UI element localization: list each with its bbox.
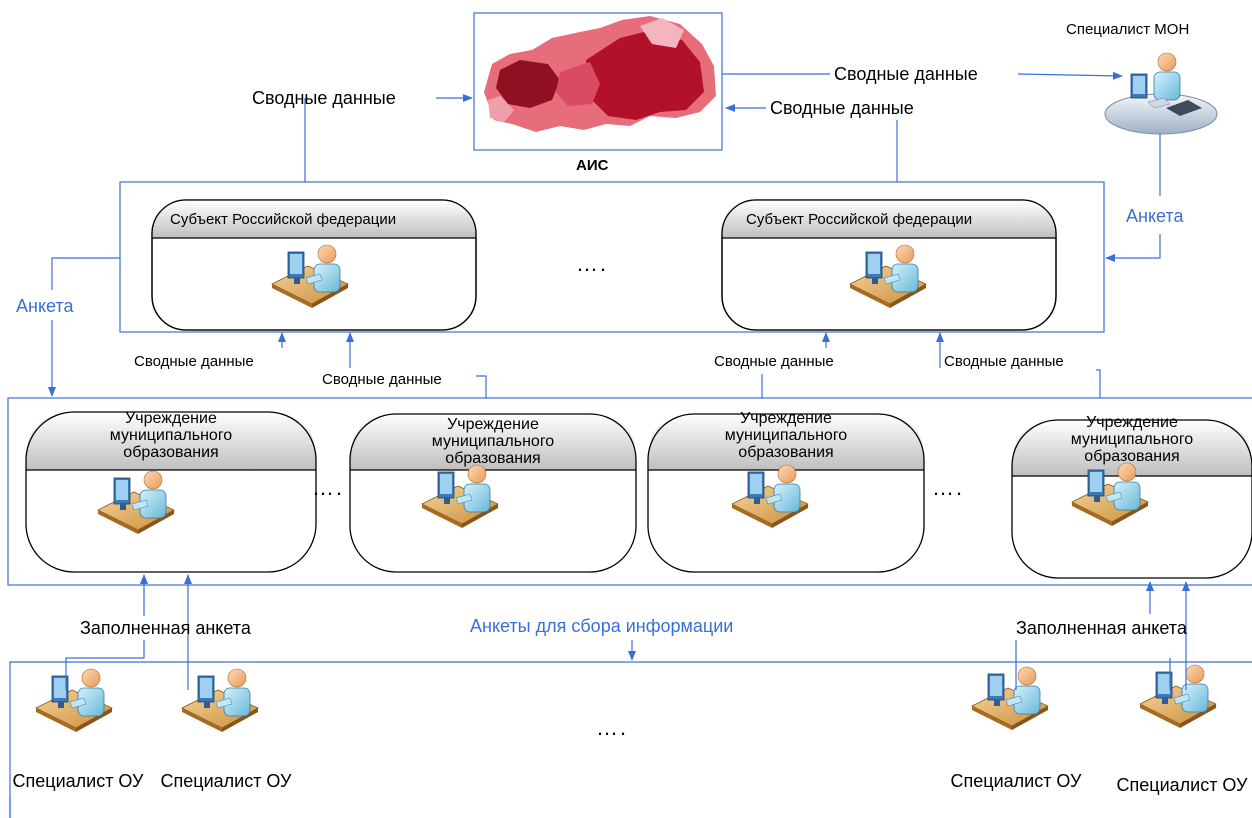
summary-data-label: Сводные данные: [834, 64, 978, 84]
school-specialist-label: Специалист ОУ: [160, 771, 292, 791]
region-box-title: Субъект Российской федерации: [170, 211, 397, 228]
operator-icon: [421, 464, 499, 529]
ministry-specialist-icon: [1104, 52, 1218, 135]
summary-data-label: Сводные данные: [770, 98, 914, 118]
russia-map-icon: [484, 16, 716, 132]
municipal-box-2: [349, 413, 637, 573]
school-specialist-icon-4: [1139, 664, 1217, 729]
summary-data-label: Сводные данные: [944, 353, 1064, 370]
ellipsis: ….: [576, 251, 609, 276]
summary-data-label: Сводные данные: [134, 353, 254, 370]
connector-arrow: [1017, 71, 1123, 80]
municipal-box-1: [25, 411, 317, 573]
summary-data-label: Сводные данные: [322, 371, 442, 388]
schools-container: [9, 661, 1252, 818]
summary-data-label: Сводные данные: [252, 88, 396, 108]
connector-line: [1096, 369, 1101, 398]
ellipsis: ….: [312, 475, 345, 500]
region-box-2: [721, 199, 1057, 331]
school-specialist-icon-1: [35, 668, 113, 733]
forms-label: Анкеты для сбора информации: [470, 616, 734, 636]
region-box-1: [151, 199, 477, 331]
school-specialist-label: Специалист ОУ: [1116, 775, 1248, 795]
municipal-container: [7, 397, 1252, 586]
ais-label: АИС: [576, 157, 609, 174]
connector-line: [65, 640, 145, 690]
municipal-box-title: Учреждение муниципального образования: [1070, 414, 1194, 465]
connector-line: [51, 257, 120, 290]
school-specialist-label: Специалист ОУ: [12, 771, 144, 791]
school-specialist-icon-3: [971, 666, 1049, 731]
school-specialist-icon-2: [181, 668, 259, 733]
ellipsis: ….: [932, 475, 965, 500]
region-box-title: Субъект Российской федерации: [746, 211, 973, 228]
operator-icon: [731, 464, 809, 529]
municipal-box-title: Учреждение муниципального образования: [431, 416, 555, 467]
municipal-box-4: [1011, 419, 1252, 579]
regions-container: [119, 181, 1105, 333]
filled-survey-label: Заполненная анкета: [1016, 618, 1187, 638]
connector-line: [476, 375, 487, 398]
school-specialist-label: Специалист ОУ: [950, 771, 1082, 791]
operator-icon: [97, 470, 175, 535]
survey-label: Анкета: [1126, 206, 1184, 226]
connector-arrow: [1105, 234, 1161, 262]
summary-data-label: Сводные данные: [714, 353, 834, 370]
connectors: [9, 71, 1190, 818]
ais-map-box: [473, 12, 723, 151]
ministry-specialist-label: Специалист МОН: [1066, 21, 1190, 38]
municipal-box-title: Учреждение муниципального образования: [724, 410, 848, 461]
filled-survey-label: Заполненная анкета: [80, 618, 251, 638]
ellipsis: ….: [596, 715, 629, 740]
municipal-box-title: Учреждение муниципального образования: [109, 410, 233, 461]
survey-label: Анкета: [16, 296, 74, 316]
municipal-box-3: [647, 413, 925, 573]
